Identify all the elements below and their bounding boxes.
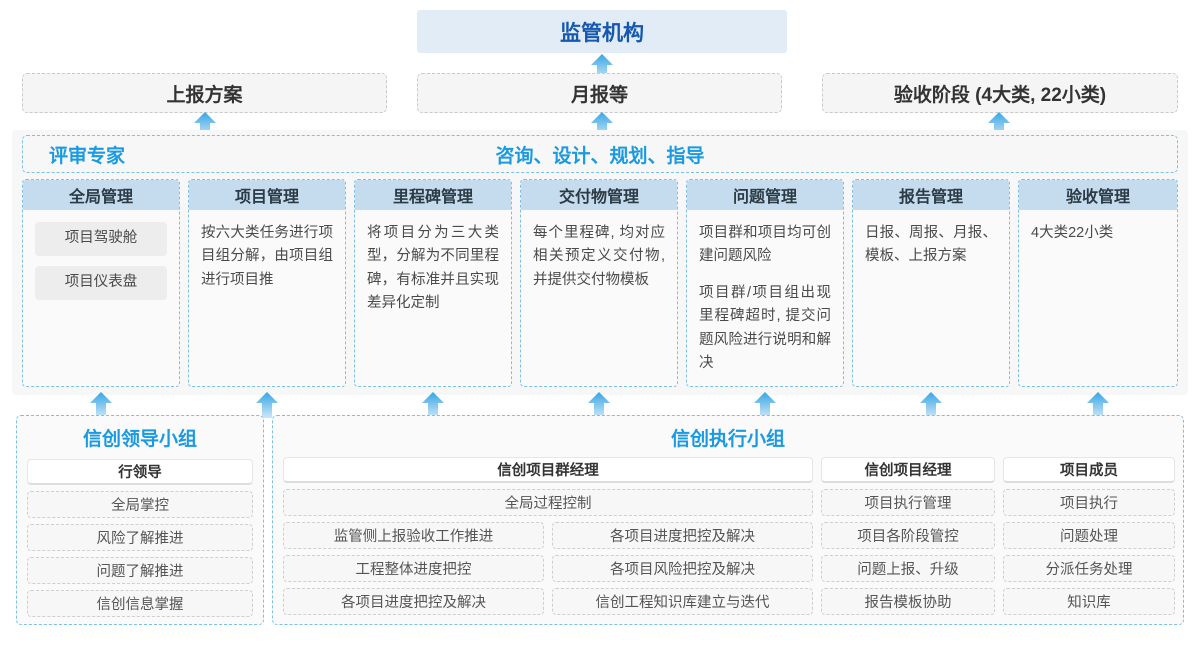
task-item[interactable]: 报告模板协助 xyxy=(821,588,995,615)
role-header[interactable]: 信创项目群经理 xyxy=(283,457,813,483)
feature-card-project[interactable]: 项目管理 按六大类任务进行项目组分解，由项目组进行项目推 xyxy=(188,179,346,387)
feature-card-report[interactable]: 报告管理 日报、周报、月报、模板、上报方案 xyxy=(852,179,1010,387)
task-item[interactable]: 项目执行管理 xyxy=(821,489,995,516)
card-title: 交付物管理 xyxy=(521,180,677,210)
card-paragraph: 日报、周报、月报、模板、上报方案 xyxy=(865,225,997,265)
feature-card-acceptance[interactable]: 验收管理 4大类22小类 xyxy=(1018,179,1178,387)
card-title: 里程碑管理 xyxy=(355,180,511,210)
advisor-band-left-label: 评审专家 xyxy=(49,145,126,167)
task-item[interactable]: 分派任务处理 xyxy=(1003,555,1175,582)
card-pill[interactable]: 项目驾驶舱 xyxy=(35,222,167,256)
card-title: 报告管理 xyxy=(853,180,1009,210)
task-item[interactable]: 全局掌控 xyxy=(27,491,253,518)
card-paragraph: 按六大类任务进行项目组分解，由项目组进行项目推 xyxy=(201,225,333,288)
arrow-up-icon xyxy=(422,392,444,418)
feature-card-global[interactable]: 全局管理 项目驾驶舱 项目仪表盘 xyxy=(22,179,180,387)
card-title: 验收管理 xyxy=(1019,180,1177,210)
card-title: 问题管理 xyxy=(687,180,843,210)
arrow-up-icon xyxy=(988,112,1010,138)
card-paragraph: 项目群和项目均可创建问题风险 xyxy=(699,225,831,265)
project-member-block: 项目成员 项目执行 问题处理 分派任务处理 知识库 xyxy=(1003,457,1175,615)
deliverable-label: 验收阶段 (4大类, 22小类) xyxy=(893,84,1107,106)
card-body: 项目群和项目均可创建问题风险 项目群/项目组出现里程碑超时, 提交问题风险进行说… xyxy=(687,210,843,384)
card-body: 按六大类任务进行项目组分解，由项目组进行项目推 xyxy=(189,210,345,300)
arrow-up-icon xyxy=(920,392,942,418)
card-pill[interactable]: 项目仪表盘 xyxy=(35,266,167,300)
arrow-up-icon xyxy=(194,112,216,138)
deliverable-box-1: 月报等 xyxy=(417,73,782,113)
regulator-box: 监管机构 xyxy=(417,10,787,53)
deliverable-box-0: 上报方案 xyxy=(22,73,387,113)
project-manager-block: 信创项目经理 项目执行管理 项目各阶段管控 问题上报、升级 报告模板协助 xyxy=(821,457,995,615)
task-item[interactable]: 工程整体进度把控 xyxy=(283,555,544,582)
deliverable-label: 月报等 xyxy=(570,84,628,106)
card-title: 项目管理 xyxy=(189,180,345,210)
role-header[interactable]: 项目成员 xyxy=(1003,457,1175,483)
leader-group-title: 信创领导小组 xyxy=(82,429,197,450)
card-paragraph: 将项目分为三大类型，分解为不同里程碑，有标准并且实现差异化定制 xyxy=(367,225,499,312)
deliverable-box-2: 验收阶段 (4大类, 22小类) xyxy=(822,73,1178,113)
advisor-band: 评审专家 咨询、设计、规划、指导 xyxy=(22,135,1178,173)
advisor-band-center-label: 咨询、设计、规划、指导 xyxy=(495,145,705,167)
leader-group-body: 行领导 全局掌控 风险了解推进 问题了解推进 信创信息掌握 xyxy=(27,459,253,617)
arrow-up-icon xyxy=(256,392,278,418)
task-item[interactable]: 问题上报、升级 xyxy=(821,555,995,582)
task-item[interactable]: 风险了解推进 xyxy=(27,524,253,551)
task-item[interactable]: 问题了解推进 xyxy=(27,557,253,584)
exec-group-title: 信创执行小组 xyxy=(670,429,785,450)
program-manager-block: 信创项目群经理 全局过程控制 监管侧上报验收工作推进 工程整体进度把控 各项目进… xyxy=(283,457,813,615)
feature-card-milestone[interactable]: 里程碑管理 将项目分为三大类型，分解为不同里程碑，有标准并且实现差异化定制 xyxy=(354,179,512,387)
card-paragraph: 项目群/项目组出现里程碑超时, 提交问题风险进行说明和解决 xyxy=(699,284,831,372)
program-manager-right-tasks: 各项目进度把控及解决 各项目风险把控及解决 信创工程知识库建立与迭代 xyxy=(552,522,813,615)
task-item-wide[interactable]: 全局过程控制 xyxy=(283,489,813,516)
task-item[interactable]: 各项目风险把控及解决 xyxy=(552,555,813,582)
leader-group: 信创领导小组 行领导 全局掌控 风险了解推进 问题了解推进 信创信息掌握 xyxy=(16,415,264,625)
regulator-label: 监管机构 xyxy=(560,21,644,45)
card-title: 全局管理 xyxy=(23,180,179,210)
card-paragraph: 4大类22小类 xyxy=(1031,225,1114,241)
arrow-up-icon xyxy=(90,392,112,418)
card-body: 每个里程碑, 均对应相关预定义交付物, 并提供交付物模板 xyxy=(521,210,677,300)
task-item[interactable]: 各项目进度把控及解决 xyxy=(283,588,544,615)
arrow-up-icon xyxy=(591,112,613,138)
exec-group: 信创执行小组 信创项目群经理 全局过程控制 监管侧上报验收工作推进 工程整体进度… xyxy=(272,415,1184,625)
card-body: 日报、周报、月报、模板、上报方案 xyxy=(853,210,1009,277)
arrow-up-icon xyxy=(591,54,613,80)
feature-card-deliverable[interactable]: 交付物管理 每个里程碑, 均对应相关预定义交付物, 并提供交付物模板 xyxy=(520,179,678,387)
card-body: 项目驾驶舱 项目仪表盘 xyxy=(23,210,179,318)
arrow-up-icon xyxy=(588,392,610,418)
deliverable-label: 上报方案 xyxy=(166,84,243,106)
role-header[interactable]: 行领导 xyxy=(27,459,253,485)
card-body: 将项目分为三大类型，分解为不同里程碑，有标准并且实现差异化定制 xyxy=(355,210,511,324)
arrow-up-icon xyxy=(754,392,776,418)
card-paragraph: 每个里程碑, 均对应相关预定义交付物, 并提供交付物模板 xyxy=(533,225,665,288)
task-item[interactable]: 信创信息掌握 xyxy=(27,590,253,617)
arrow-up-icon xyxy=(1087,392,1109,418)
card-body: 4大类22小类 xyxy=(1019,210,1177,253)
task-item[interactable]: 项目各阶段管控 xyxy=(821,522,995,549)
task-item[interactable]: 各项目进度把控及解决 xyxy=(552,522,813,549)
program-manager-left-tasks: 监管侧上报验收工作推进 工程整体进度把控 各项目进度把控及解决 xyxy=(283,522,544,615)
feature-card-issue[interactable]: 问题管理 项目群和项目均可创建问题风险 项目群/项目组出现里程碑超时, 提交问题… xyxy=(686,179,844,387)
task-item[interactable]: 问题处理 xyxy=(1003,522,1175,549)
role-header[interactable]: 信创项目经理 xyxy=(821,457,995,483)
task-item[interactable]: 项目执行 xyxy=(1003,489,1175,516)
task-item[interactable]: 监管侧上报验收工作推进 xyxy=(283,522,544,549)
task-item[interactable]: 信创工程知识库建立与迭代 xyxy=(552,588,813,615)
task-item[interactable]: 知识库 xyxy=(1003,588,1175,615)
